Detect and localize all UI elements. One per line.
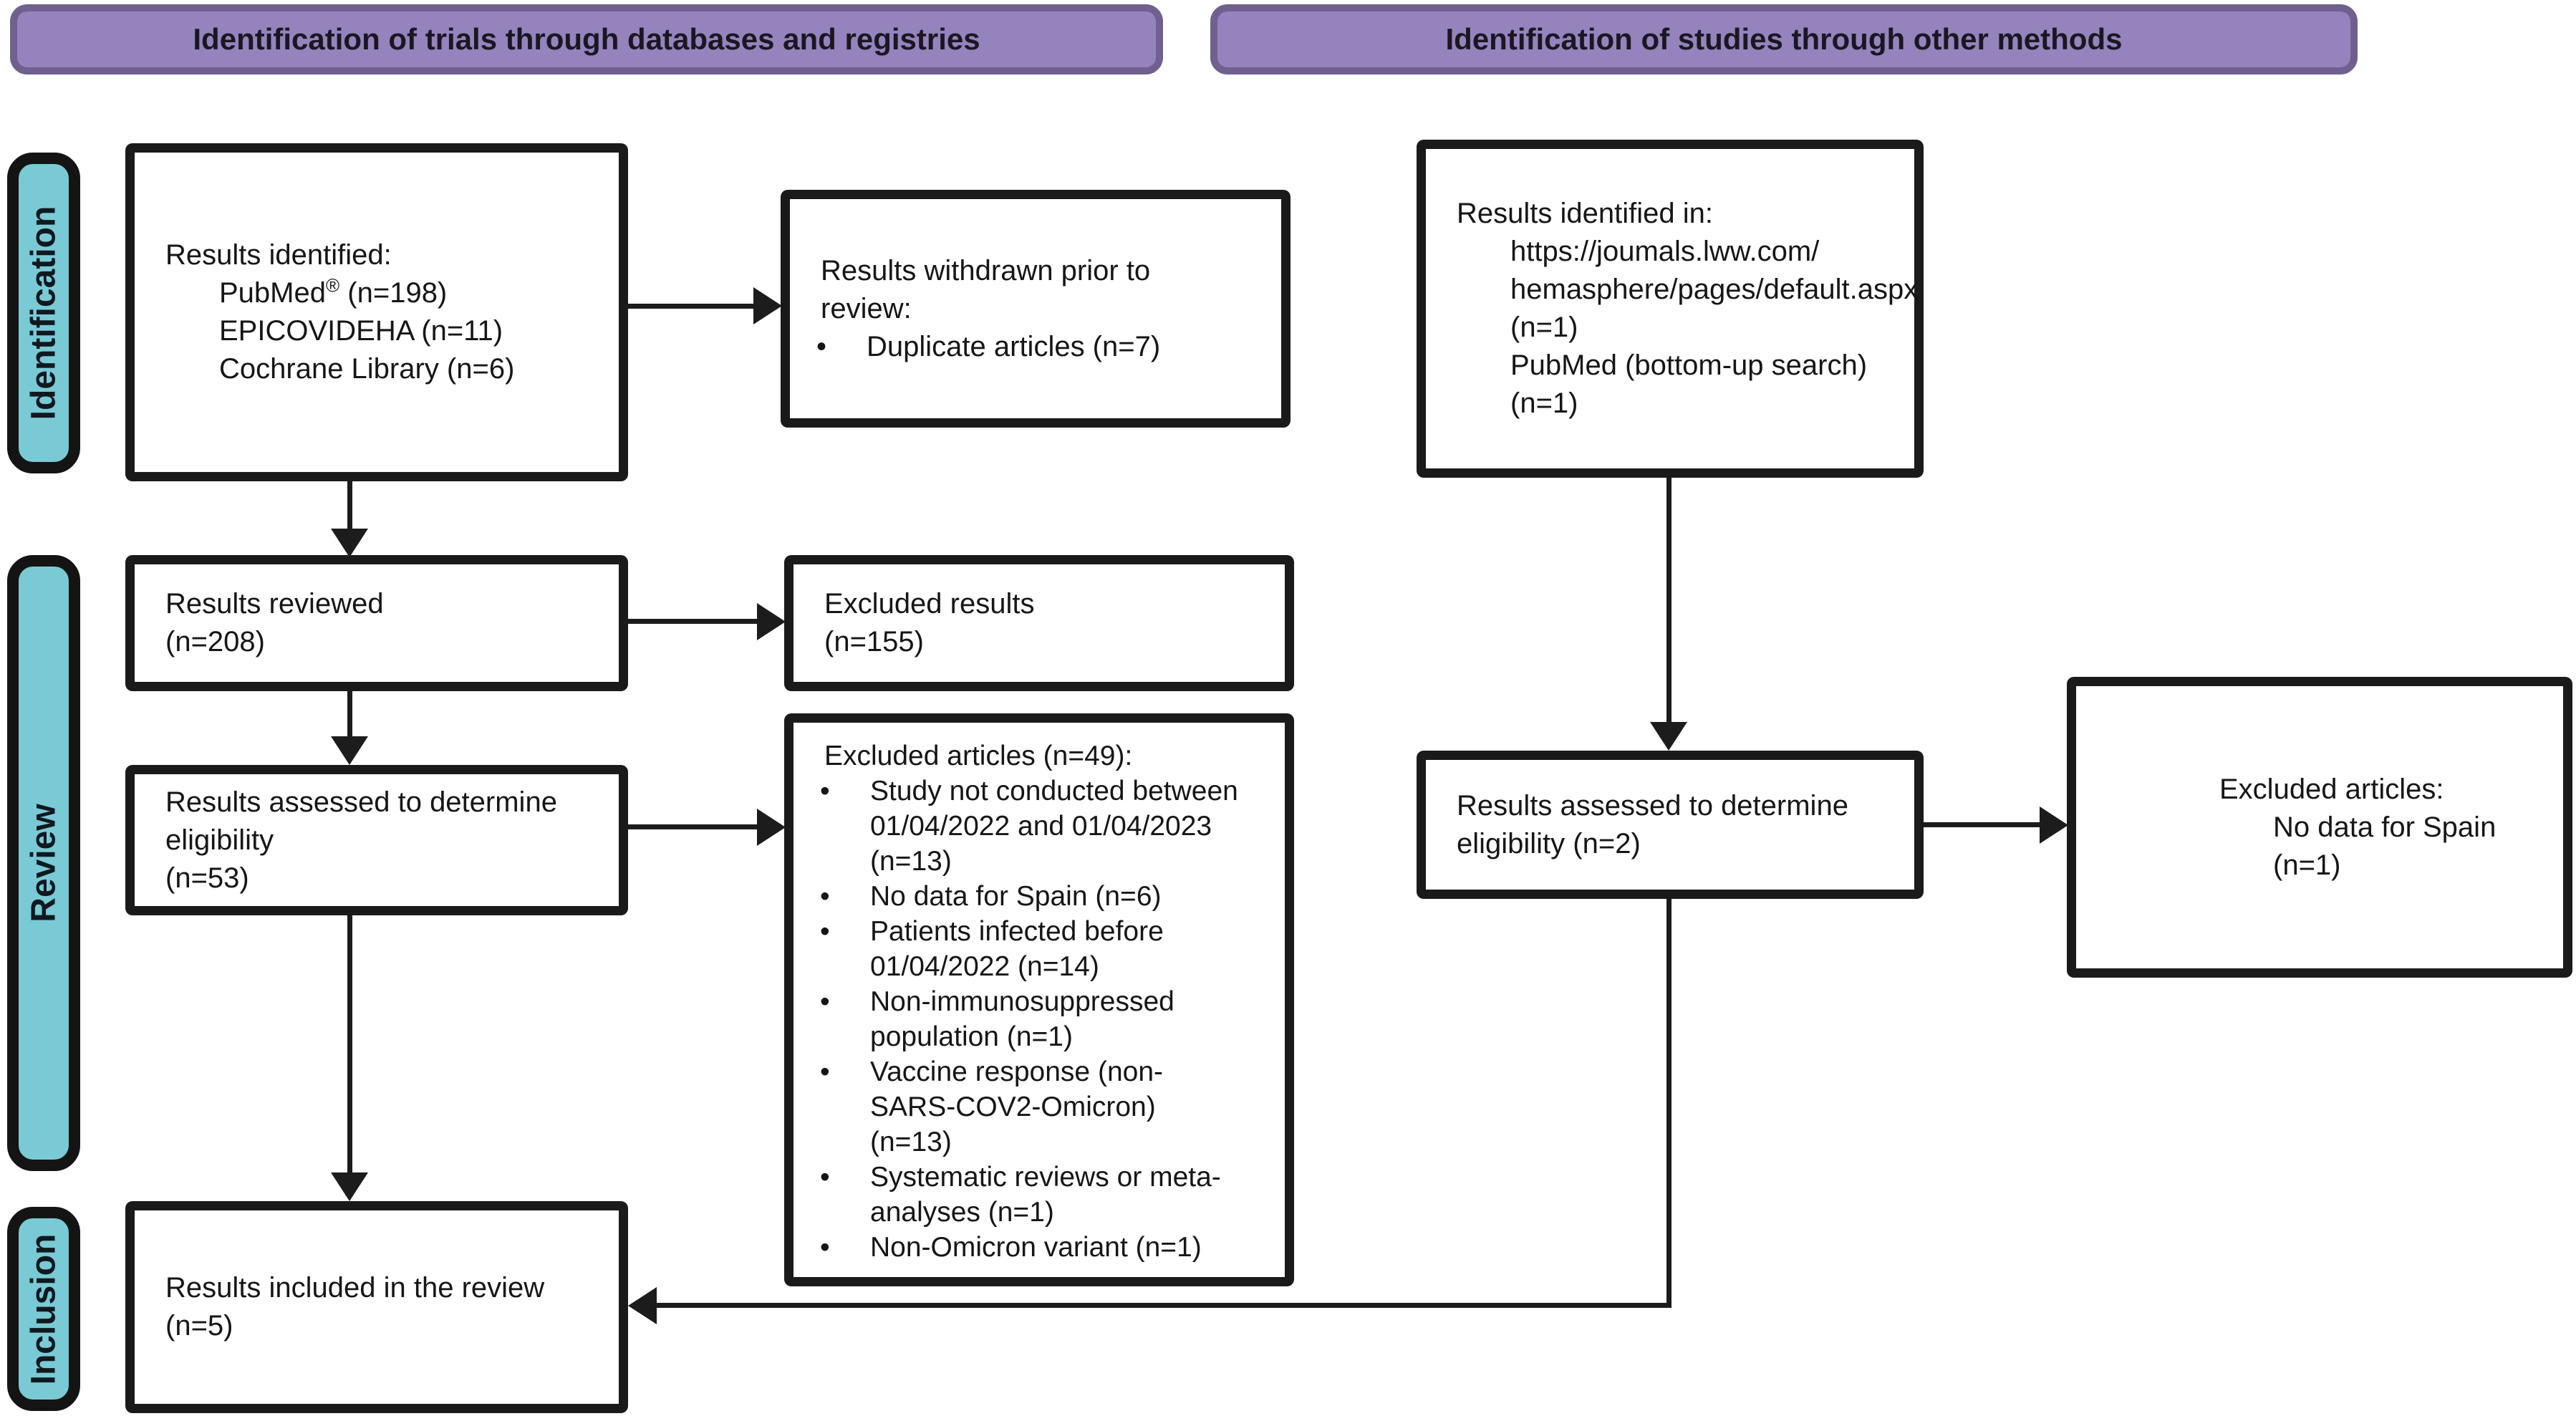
box-results-identified-other: Results identified in: https://joumals.l… bbox=[1417, 140, 1924, 478]
bullet-marker: • bbox=[820, 1162, 830, 1193]
bullet-marker: • bbox=[820, 881, 830, 912]
box-title-line: eligibility bbox=[165, 824, 274, 856]
stage-identification: Identification bbox=[7, 153, 80, 473]
stage-review-label: Review bbox=[24, 804, 63, 923]
box-results-included: Results included in the review (n=5) bbox=[125, 1201, 628, 1413]
list-item-no-data-spain: No data for Spain (n=1) bbox=[2273, 811, 2497, 881]
box-count-line: (n=5) bbox=[165, 1310, 233, 1342]
bullet-item-duplicates: • Duplicate articles (n=7) bbox=[816, 328, 1263, 366]
list-item-epicovideha: EPICOVIDEHA (n=11) bbox=[219, 315, 503, 347]
stage-identification-label: Identification bbox=[24, 206, 63, 420]
banner-right-label: Identification of studies through other … bbox=[1445, 22, 2123, 56]
bullet-marker: • bbox=[820, 986, 830, 1017]
list-item-pubmed: PubMed® (n=198) bbox=[219, 274, 448, 309]
bullet-marker: • bbox=[820, 916, 830, 947]
box-count-line: (n=208) bbox=[165, 626, 265, 658]
banner-left-label: Identification of trials through databas… bbox=[193, 22, 980, 56]
bullet-marker: • bbox=[820, 1056, 830, 1087]
stage-inclusion-label: Inclusion bbox=[24, 1233, 63, 1384]
banner-other-methods: Identification of studies through other … bbox=[1210, 4, 2358, 74]
list-item-pubmed-bottom-up: PubMed (bottom-up search) bbox=[1510, 350, 1868, 381]
box-results-withdrawn: Results withdrawn prior to review: • Dup… bbox=[781, 190, 1291, 428]
banner-databases-registries: Identification of trials through databas… bbox=[10, 4, 1163, 74]
list-item-url-line: https://joumals.lww.com/ bbox=[1510, 236, 1820, 267]
bullet-item-infected-before: • Patients infected before 01/04/2022 (n… bbox=[820, 914, 1267, 984]
box-title-line: eligibility (n=2) bbox=[1457, 827, 1641, 859]
list-item-url-line: hemasphere/pages/default.aspx bbox=[1510, 274, 1919, 305]
box-title-line: Results withdrawn prior to bbox=[821, 254, 1151, 286]
box-title-line: review: bbox=[821, 292, 912, 324]
stage-inclusion: Inclusion bbox=[7, 1207, 80, 1411]
box-title: Results identified in: bbox=[1457, 198, 1713, 229]
bullet-item-non-immunosuppressed: • Non-immunosuppressed population (n=1) bbox=[820, 984, 1267, 1054]
bullet-item-vaccine-response: • Vaccine response (non- SARS-COV2-Omicr… bbox=[820, 1054, 1267, 1160]
box-count-line: (n=155) bbox=[824, 626, 924, 658]
box-count-line: (n=53) bbox=[165, 862, 249, 894]
box-excluded-results: Excluded results (n=155) bbox=[784, 555, 1294, 691]
bullet-item-no-data-spain: • No data for Spain (n=6) bbox=[820, 879, 1267, 914]
bullet-item-study-dates: • Study not conducted between 01/04/2022… bbox=[820, 774, 1267, 879]
bullet-marker: • bbox=[820, 776, 830, 806]
box-excluded-articles: Excluded articles (n=49): • Study not co… bbox=[784, 713, 1294, 1286]
box-results-reviewed: Results reviewed (n=208) bbox=[125, 555, 628, 691]
box-title-line: Results included in the review bbox=[165, 1272, 545, 1304]
box-results-identified: Results identified: PubMed® (n=198) EPIC… bbox=[125, 143, 628, 481]
box-results-assessed-right: Results assessed to determine eligibilit… bbox=[1417, 751, 1924, 899]
box-excluded-articles-other: Excluded articles: No data for Spain (n=… bbox=[2067, 677, 2572, 978]
list-item-count: (n=1) bbox=[1510, 387, 1578, 419]
box-title: Excluded articles: bbox=[2219, 773, 2444, 805]
list-item-count: (n=1) bbox=[1510, 312, 1578, 343]
box-title-line: Results assessed to determine bbox=[165, 786, 557, 818]
list-item-cochrane: Cochrane Library (n=6) bbox=[219, 353, 515, 385]
bullet-marker: • bbox=[820, 1232, 830, 1263]
box-title-line: Results assessed to determine bbox=[1457, 789, 1848, 822]
box-title: Excluded articles (n=49): bbox=[824, 741, 1133, 771]
box-results-assessed-left: Results assessed to determine eligibilit… bbox=[125, 765, 628, 915]
bullet-item-non-omicron: • Non-Omicron variant (n=1) bbox=[820, 1230, 1267, 1265]
bullet-item-systematic-reviews: • Systematic reviews or meta- analyses (… bbox=[820, 1160, 1267, 1230]
box-title: Results identified: bbox=[165, 239, 392, 271]
stage-review: Review bbox=[7, 555, 80, 1171]
registered-trademark-symbol: ® bbox=[325, 274, 340, 297]
box-title-line: Results reviewed bbox=[165, 588, 384, 620]
box-title-line: Excluded results bbox=[824, 588, 1035, 620]
bullet-marker: • bbox=[816, 330, 827, 362]
